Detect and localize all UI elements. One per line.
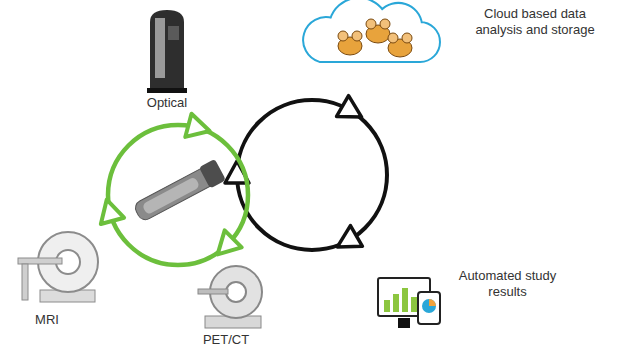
cycle-ring (237, 100, 387, 250)
cycle-ring (108, 125, 248, 265)
cycle-arrowhead (185, 114, 212, 143)
mouse-icon (338, 31, 362, 55)
black-cycle (225, 96, 387, 258)
icon-label: Cloud based data analysis and storage (445, 6, 625, 38)
icon-label: Optical (137, 95, 197, 111)
mri-scanner (18, 232, 98, 302)
cycle-arrowhead (95, 196, 124, 223)
petct-scanner (198, 266, 262, 328)
results-screen (378, 278, 440, 328)
icon-label: MRI (22, 312, 72, 328)
cycle-arrowhead (209, 230, 242, 263)
cycle-arrowhead (331, 226, 362, 258)
mouse-icon (388, 33, 412, 57)
animal-holder (132, 159, 226, 224)
optical-imager (147, 10, 187, 93)
cycle-arrowhead (337, 96, 368, 128)
icon-label: Automated study results (450, 268, 565, 300)
icon-label: PET/CT (196, 332, 256, 348)
mouse-icon (366, 19, 390, 43)
green-cycle (95, 114, 248, 265)
cloud-icon (305, 0, 438, 60)
